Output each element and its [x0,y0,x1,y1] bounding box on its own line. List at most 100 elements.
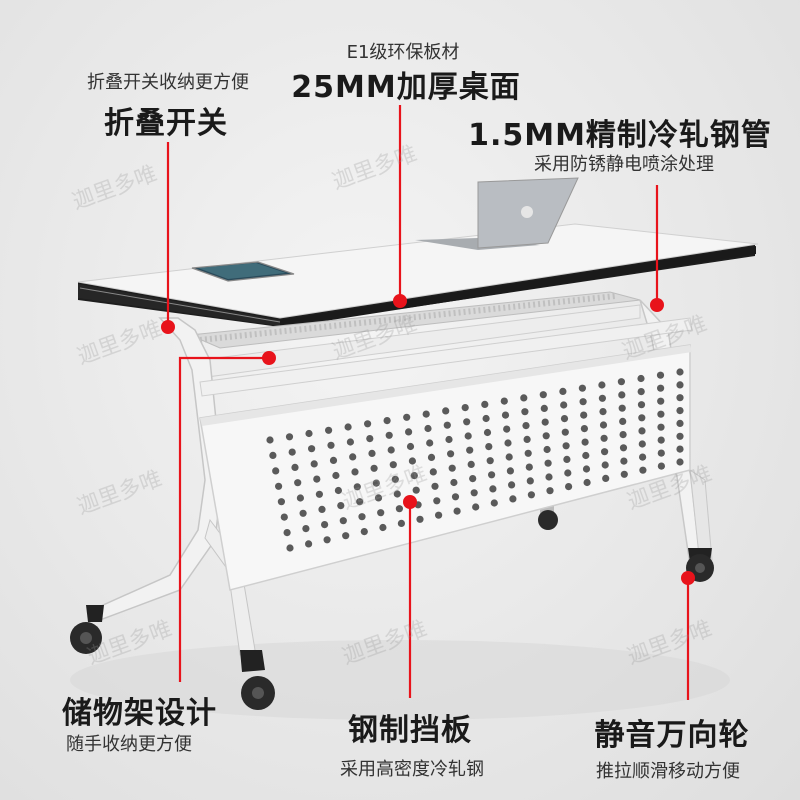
panel-hole [545,473,553,481]
panel-hole [540,404,548,412]
dot-shelf [262,351,276,365]
panel-hole [443,421,451,429]
panel-hole [561,428,569,436]
dot-caster [681,571,695,585]
panel-hole [321,521,329,529]
panel-hole [408,457,416,465]
panel-hole [360,528,368,536]
panel-hole [435,511,443,519]
panel-hole [601,461,609,469]
panel-hole [296,494,304,502]
panel-hole [500,397,508,405]
panel-hole [656,371,665,379]
desktop-board [77,223,759,328]
panel-hole [370,464,378,472]
panel-hole [275,482,283,490]
panel-hole [578,384,587,392]
dot-tube [650,298,664,312]
panel-hole [356,498,364,506]
panel-hole [422,410,430,418]
panel-hole [546,487,554,495]
panel-hole [448,464,456,472]
panel-hole [482,414,490,423]
panel-hole [393,490,401,498]
panel-hole [619,417,627,425]
panel-hole [427,453,436,461]
panel-hole [451,493,460,501]
panel-hole [601,448,609,456]
panel-hole [346,438,354,446]
panel-hole [470,489,478,497]
panel-hole [416,515,424,523]
caster-subtitle: 推拉顺滑移动方便 [596,761,740,782]
panel-hole [385,431,393,439]
panel-hole [542,432,550,440]
panel-hole [617,378,626,386]
panel-hole [638,427,646,435]
panel-hole [524,449,532,457]
panel-hole [395,505,403,513]
panel-hole [508,481,516,489]
board-subtitle: E1级环保板材 [346,42,460,63]
panel-hole [383,417,391,425]
panel-hole [469,475,477,483]
panel-hole [676,445,684,453]
panel-hole [308,445,316,453]
panel-hole [344,423,352,431]
panel-hole [619,444,628,452]
panel-hole [412,486,420,494]
panel-hole [269,451,277,459]
panel-hole [467,460,475,468]
leader-shelf [178,356,268,682]
shelf-title: 储物架设计 [62,696,217,731]
panel-hole [283,529,291,537]
panel-hole [461,404,469,412]
panel-hole [334,486,342,495]
panel-hole [280,513,288,521]
panel-hole [676,407,684,415]
panel-hole [315,490,323,498]
panel-hole [638,440,646,448]
front-caster-left [70,605,104,654]
panel-hole [442,407,450,415]
panel-hole [639,466,647,474]
panel-hole [489,485,497,493]
panel-hole [599,408,607,416]
panel-hole [509,495,517,503]
tube-subtitle: 采用防锈静电喷涂处理 [534,154,714,175]
panel-hole [598,381,606,389]
panel-hole [580,411,588,419]
caster-title: 静音万向轮 [594,718,750,753]
panel-hole [579,398,587,406]
panel-hole [472,503,480,511]
panel-hole [391,475,399,483]
panel-hole [657,436,665,444]
panel-hole [277,498,285,506]
panel-hole [582,465,591,473]
panel-hole [377,509,385,517]
panel-hole [565,483,573,491]
panel-hole [657,410,665,418]
panel-hole [337,502,345,510]
callout-lines [161,105,695,700]
panel-hole [485,443,493,451]
panel-subtitle: 采用高密度冷轧钢 [340,759,484,780]
panel-hole [313,475,321,483]
panel-hole [364,420,372,428]
panel-hole [272,467,280,475]
panel-hole [329,456,338,464]
panel-hole [332,471,340,480]
panel-hole [637,374,645,383]
panel-hole [639,453,647,461]
panel-hole [351,468,359,476]
panel-hole [619,431,627,439]
panel-hole [504,439,512,447]
panel-hole [387,446,395,454]
panel-hole [525,463,533,471]
panel-hole [559,387,567,395]
panel-hole [339,517,347,525]
panel-hole [299,509,307,517]
crossbar [199,317,693,397]
panel-hole [379,523,387,532]
